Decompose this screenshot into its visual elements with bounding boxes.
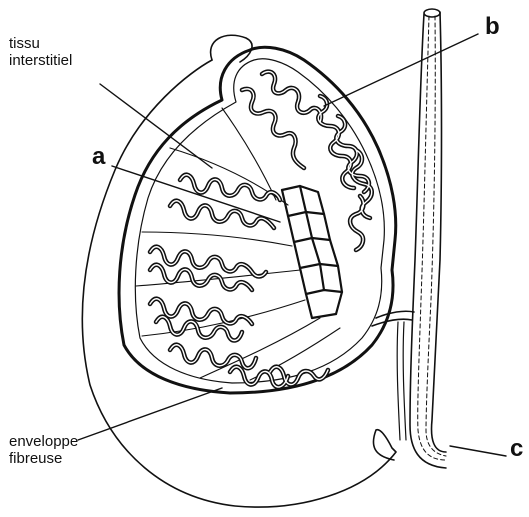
label-tissu-line1: tissu [9,36,72,53]
vas-deferens-opening [424,9,440,17]
label-enveloppe-fibreuse: enveloppe fibreuse [9,434,78,468]
leader-b [324,34,478,106]
label-tissu-line2: interstitiel [9,53,72,70]
sac-upper-fold [211,35,252,62]
leader-enveloppe-fibreuse [78,388,222,440]
label-tissu-interstitiel: tissu interstitiel [9,36,72,70]
label-c: c [510,436,523,463]
seminiferous-tubules [150,72,372,387]
label-enveloppe-line1: enveloppe [9,434,78,451]
efferent-duct-down [397,322,406,440]
efferent-duct [372,311,414,326]
label-a: a [92,144,105,171]
label-enveloppe-line2: fibreuse [9,451,78,468]
vas-deferens-right-wall [432,12,446,452]
vas-deferens-lumen-2 [426,16,446,456]
rete-testis [282,186,342,318]
label-b: b [485,14,500,41]
tubule-lumens [150,72,372,387]
leader-c [450,446,506,456]
